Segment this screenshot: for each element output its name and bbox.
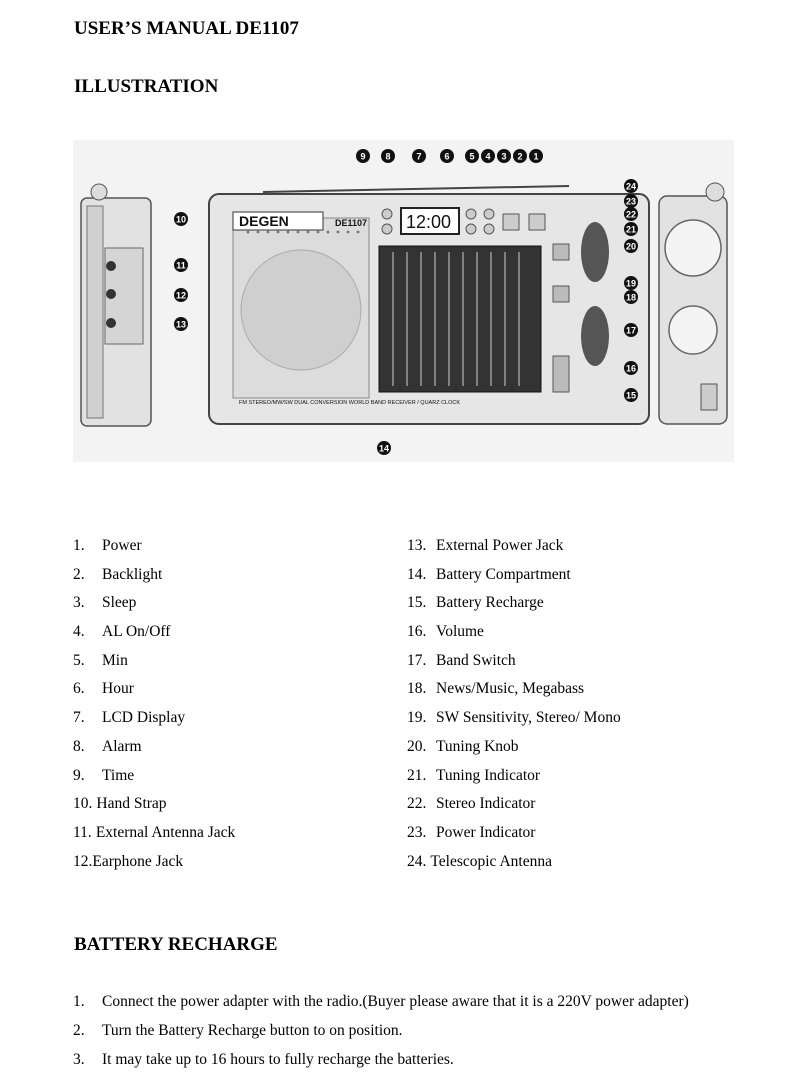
- illustration-heading: ILLUSTRATION: [74, 76, 219, 97]
- svg-text:6: 6: [444, 152, 449, 162]
- list-item: 5.Min: [73, 651, 128, 669]
- callout-20: 20: [624, 239, 638, 253]
- svg-text:20: 20: [626, 242, 636, 252]
- parts-list-left: 1.Power 2.Backlight 3.Sleep 4.AL On/Off …: [73, 537, 235, 881]
- radio-body: DEGEN DE1107 12:00 FM STEREO/MW/SW DUAL …: [208, 185, 650, 425]
- right-side-view: [658, 182, 728, 425]
- list-item: 21.Tuning Indicator: [407, 766, 541, 784]
- svg-text:11: 11: [176, 261, 186, 271]
- list-item: 20.Tuning Knob: [407, 737, 519, 755]
- lcd-display: 12:00: [406, 212, 451, 232]
- list-item: 10.Hand Strap: [73, 795, 167, 813]
- svg-text:16: 16: [626, 364, 636, 374]
- list-item: 19.SW Sensitivity, Stereo/ Mono: [407, 709, 621, 727]
- svg-text:18: 18: [626, 293, 636, 303]
- svg-text:1: 1: [533, 152, 538, 162]
- svg-text:3: 3: [501, 152, 506, 162]
- list-item: 17.Band Switch: [407, 651, 516, 669]
- callout-21: 21: [624, 222, 638, 236]
- callout-7: 7: [412, 149, 426, 163]
- list-item: 3.It may take up to 16 hours to fully re…: [73, 1051, 454, 1068]
- svg-text:10: 10: [176, 215, 186, 225]
- callout-6: 6: [440, 149, 454, 163]
- list-item: 1.Connect the power adapter with the rad…: [73, 993, 689, 1010]
- radio-illustration: DEGEN DE1107 12:00 FM STEREO/MW/SW DUAL …: [73, 140, 734, 462]
- list-item: 13.External Power Jack: [407, 537, 564, 554]
- callout-15: 15: [624, 388, 638, 402]
- list-item: 8.Alarm: [73, 737, 142, 755]
- list-item: 6.Hour: [73, 680, 134, 698]
- callout-16: 16: [624, 361, 638, 375]
- callout-8: 8: [381, 149, 395, 163]
- callout-4: 4: [481, 149, 495, 163]
- manual-title: USER’S MANUAL DE1107: [74, 18, 299, 39]
- list-item: 24.Telescopic Antenna: [407, 852, 552, 870]
- svg-text:15: 15: [626, 391, 636, 401]
- list-item: 14.Battery Compartment: [407, 565, 571, 583]
- svg-text:8: 8: [385, 152, 390, 162]
- parts-list-right: 13.External Power Jack 14.Battery Compar…: [407, 537, 621, 881]
- svg-text:2: 2: [517, 152, 522, 162]
- callout-23: 23: [624, 194, 638, 208]
- callout-11: 11: [174, 258, 188, 272]
- svg-text:9: 9: [360, 152, 365, 162]
- svg-text:4: 4: [485, 152, 490, 162]
- callout-2: 2: [513, 149, 527, 163]
- model-label: DE1107: [335, 218, 367, 228]
- svg-text:7: 7: [416, 152, 421, 162]
- callout-12: 12: [174, 288, 188, 302]
- callout-22: 22: [624, 207, 638, 221]
- left-side-view: [80, 183, 152, 427]
- list-item: 7.LCD Display: [73, 709, 186, 727]
- svg-text:12: 12: [176, 291, 186, 301]
- list-item: 18.News/Music, Megabass: [407, 680, 585, 698]
- svg-text:24: 24: [626, 182, 636, 192]
- list-item: 23.Power Indicator: [407, 823, 536, 841]
- battery-recharge-heading: BATTERY RECHARGE: [74, 934, 278, 955]
- list-item: 1.Power: [73, 537, 142, 554]
- front-text: FM STEREO/MW/SW DUAL CONVERSION WORLD BA…: [239, 400, 460, 406]
- brand-label: DEGEN: [239, 213, 289, 229]
- callout-3: 3: [497, 149, 511, 163]
- callout-10: 10: [174, 212, 188, 226]
- svg-text:17: 17: [626, 326, 636, 336]
- callout-13: 13: [174, 317, 188, 331]
- callout-19: 19: [624, 276, 638, 290]
- list-item: 22.Stereo Indicator: [407, 795, 536, 813]
- svg-text:22: 22: [626, 210, 636, 220]
- svg-text:23: 23: [626, 197, 636, 207]
- callout-5: 5: [465, 149, 479, 163]
- list-item: 12.Earphone Jack: [73, 852, 184, 870]
- svg-text:19: 19: [626, 279, 636, 289]
- recharge-steps: 1.Connect the power adapter with the rad…: [73, 993, 689, 1080]
- callout-1: 1: [529, 149, 543, 163]
- callout-17: 17: [624, 323, 638, 337]
- callout-14: 14: [377, 441, 391, 455]
- svg-text:14: 14: [379, 444, 389, 454]
- list-item: 4.AL On/Off: [73, 623, 171, 641]
- svg-text:21: 21: [626, 225, 636, 235]
- callout-18: 18: [624, 290, 638, 304]
- svg-text:5: 5: [469, 152, 474, 162]
- list-item: 16.Volume: [407, 623, 484, 641]
- list-item: 3.Sleep: [73, 594, 137, 612]
- list-item: 11.External Antenna Jack: [73, 823, 236, 841]
- list-item: 2.Backlight: [73, 565, 163, 583]
- list-item: 9.Time: [73, 766, 135, 784]
- list-item: 15.Battery Recharge: [407, 594, 544, 612]
- callout-24: 24: [624, 179, 638, 193]
- list-item: 2.Turn the Battery Recharge button to on…: [73, 1022, 403, 1039]
- callout-9: 9: [356, 149, 370, 163]
- svg-text:13: 13: [176, 320, 186, 330]
